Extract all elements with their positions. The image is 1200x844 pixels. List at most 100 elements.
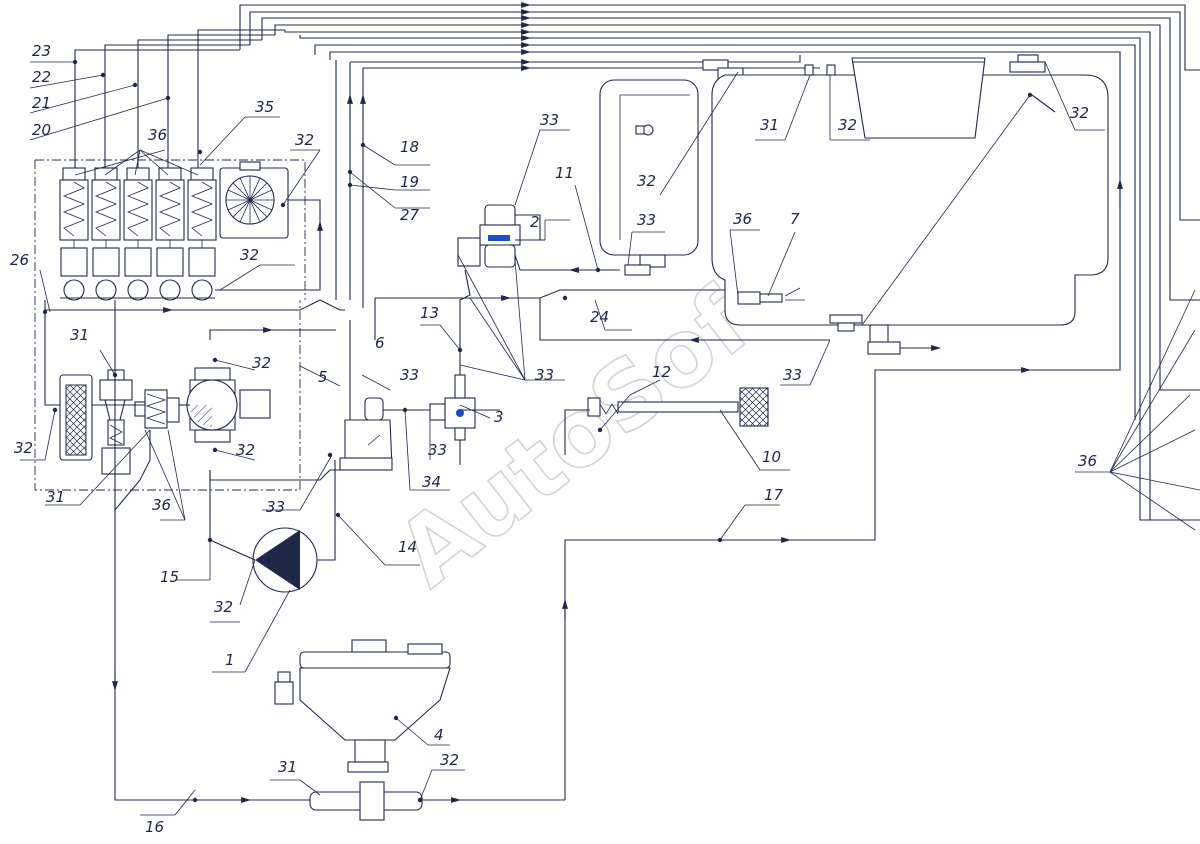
junction-dot — [207, 537, 213, 543]
leader-lines — [20, 61, 1200, 816]
junction-dot — [717, 537, 723, 543]
cabin-control-block — [34, 159, 306, 491]
label-17: 17 — [764, 486, 784, 504]
junction-dot — [197, 149, 203, 155]
label-35: 35 — [255, 98, 274, 116]
label-32-reservoir: 32 — [440, 751, 459, 769]
line-17 — [562, 179, 1123, 800]
spring-cylinder — [155, 167, 185, 301]
junction-dot — [72, 59, 78, 65]
label-32-filter: 32 — [14, 439, 33, 457]
label-21: 21 — [32, 94, 51, 112]
spring-cylinder-bank — [59, 161, 289, 301]
junction-dot — [393, 715, 399, 721]
pump-component-1 — [209, 460, 336, 593]
junction-dot — [562, 295, 568, 301]
label-31-tank: 31 — [760, 116, 779, 134]
junction-dot — [52, 407, 58, 413]
label-32-block: 32 — [240, 246, 259, 264]
label-32-valve-bottom: 32 — [236, 441, 255, 459]
junction-dots — [42, 59, 1033, 803]
label-4: 4 — [434, 726, 444, 744]
label-26: 26 — [10, 251, 29, 269]
label-36-tank: 36 — [733, 210, 752, 228]
filter-component-6 — [339, 397, 430, 471]
label-10: 10 — [762, 448, 781, 466]
junction-dot — [280, 202, 286, 208]
label-14: 14 — [398, 538, 417, 556]
line-24 — [374, 289, 840, 343]
junction-dot — [165, 95, 171, 101]
label-36-lower: 36 — [152, 496, 171, 514]
label-13: 13 — [420, 304, 439, 322]
label-33-pump: 33 — [266, 498, 285, 516]
junction-dot — [100, 72, 106, 78]
receiver-tank-left — [599, 59, 744, 276]
label-5: 5 — [318, 368, 328, 386]
junction-dot — [597, 427, 603, 433]
junction-dot — [192, 797, 198, 803]
label-36-cylinders: 36 — [148, 126, 167, 144]
label-32-tank-right: 32 — [1070, 104, 1089, 122]
fan-icon — [226, 176, 274, 224]
label-7: 7 — [790, 210, 800, 228]
label-32-valve-top: 32 — [252, 354, 271, 372]
label-18: 18 — [400, 138, 419, 156]
label-36-right: 36 — [1078, 452, 1097, 470]
junction-dot — [1027, 92, 1033, 98]
spring-cylinder — [91, 167, 121, 301]
callout-labels: 23 22 21 20 35 36 32 32 26 31 32 32 32 3… — [10, 42, 1097, 836]
label-22: 22 — [32, 68, 51, 86]
label-19: 19 — [400, 173, 419, 191]
label-33-filter: 33 — [400, 366, 419, 384]
label-33-valve2: 33 — [535, 366, 554, 384]
label-23: 23 — [32, 42, 51, 60]
label-33-tank: 33 — [637, 211, 656, 229]
label-15: 15 — [160, 568, 179, 586]
fluid-reservoir-component-4 — [112, 300, 565, 821]
top-line-bundle — [74, 2, 1200, 521]
label-11: 11 — [555, 164, 574, 182]
junction-dot — [335, 512, 341, 518]
junction-dot — [595, 267, 601, 273]
junction-dot — [360, 142, 366, 148]
junction-dot — [212, 447, 218, 453]
label-31-left: 31 — [70, 326, 89, 344]
valve-component-3 — [429, 269, 476, 465]
junction-dot — [42, 309, 48, 315]
label-20: 20 — [32, 121, 51, 139]
receiver-tank-main — [711, 54, 1109, 355]
label-32-tank: 32 — [637, 172, 656, 190]
spring-cylinder — [187, 167, 217, 301]
label-1: 1 — [225, 651, 235, 669]
label-27: 27 — [400, 206, 420, 224]
valve-component-2 — [457, 204, 620, 273]
label-16: 16 — [145, 818, 164, 836]
junction-dot — [417, 797, 423, 803]
label-31-lower: 31 — [46, 488, 65, 506]
label-33-tank-bottom: 33 — [783, 366, 802, 384]
junction-dot — [112, 372, 118, 378]
label-31-reservoir: 31 — [278, 758, 297, 776]
label-34: 34 — [422, 473, 441, 491]
label-24: 24 — [590, 308, 609, 326]
junction-dot — [212, 357, 218, 363]
label-2: 2 — [530, 213, 540, 231]
spring-cylinder — [123, 167, 153, 301]
spring-cylinder — [59, 167, 89, 301]
label-33-valve3: 33 — [428, 441, 447, 459]
label-6: 6 — [375, 334, 385, 352]
junction-dot — [132, 82, 138, 88]
label-33-valve2-top: 33 — [540, 111, 559, 129]
label-32-tank-top: 32 — [838, 116, 857, 134]
label-12: 12 — [652, 363, 671, 381]
junction-dot — [402, 407, 408, 413]
brake-chamber-component-10 — [460, 387, 769, 455]
junction-dot — [347, 169, 353, 175]
brake-module — [59, 367, 271, 475]
junction-dot — [347, 182, 353, 188]
label-3: 3 — [494, 408, 504, 426]
label-32-pump: 32 — [214, 598, 233, 616]
junction-dot — [457, 347, 463, 353]
